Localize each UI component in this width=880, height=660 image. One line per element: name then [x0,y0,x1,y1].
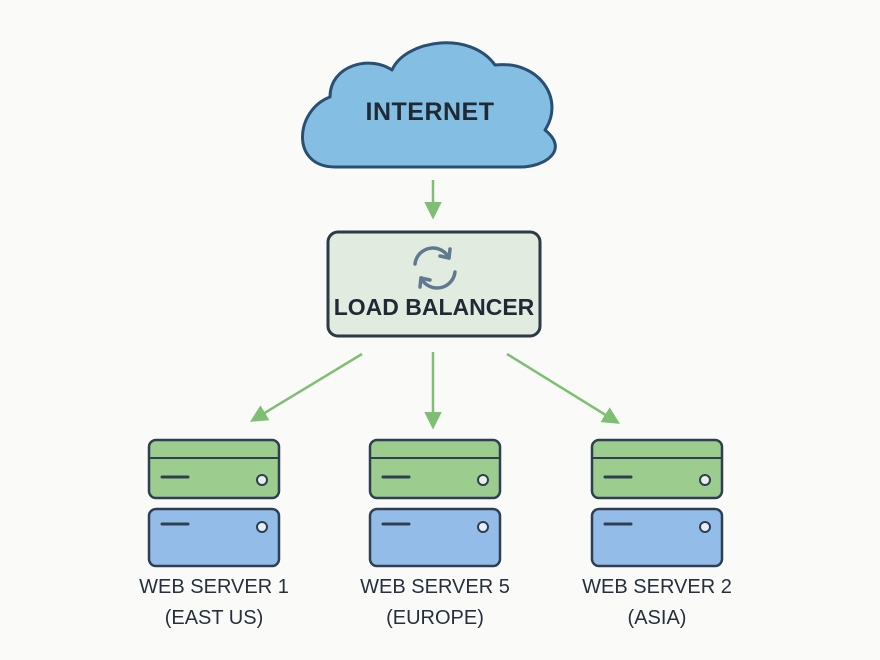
server-3-region: (ASIA) [627,607,687,629]
server-2-caption: WEB SERVER 5 (EUROPE) [335,572,535,634]
server-2-icon [368,438,502,568]
internet-cloud-icon [301,41,557,169]
server-3-name: WEB SERVER 2 [582,576,732,598]
load-balancer-label: LOAD BALANCER [333,294,535,320]
load-balancer-box [326,230,542,338]
server-1-icon [147,438,281,568]
server-2-name: WEB SERVER 5 [360,576,510,598]
server-1-caption: WEB SERVER 1 (EAST US) [114,572,314,634]
refresh-cycle-icon [413,246,457,290]
internet-label: INTERNET [365,98,495,126]
arrow-lb-to-server-1 [250,352,363,422]
server-3-caption: WEB SERVER 2 (ASIA) [557,572,757,634]
server-3-icon [590,438,724,568]
arrow-lb-to-server-3 [506,352,620,424]
server-1-region: (EAST US) [164,607,264,629]
server-2-region: (EUROPE) [386,607,484,629]
server-1-name: WEB SERVER 1 [139,576,289,598]
